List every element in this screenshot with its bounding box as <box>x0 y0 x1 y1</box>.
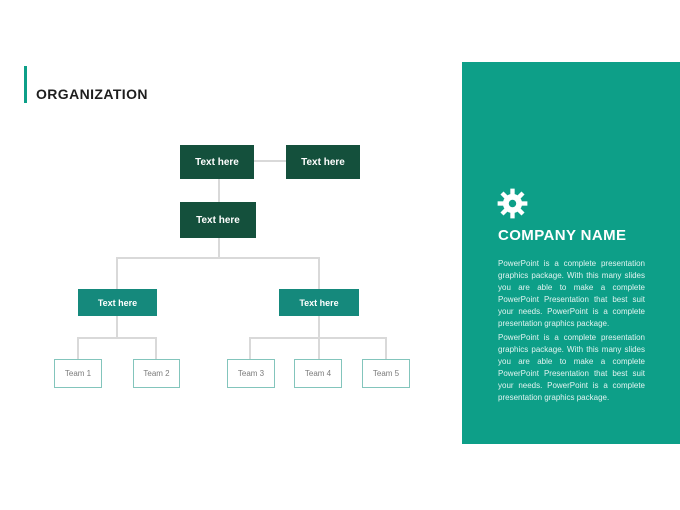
team-label: Team 5 <box>372 369 400 378</box>
title-accent-bar <box>24 66 27 103</box>
company-panel <box>462 62 680 444</box>
connector-line <box>249 337 387 339</box>
panel-paragraph-2: PowerPoint is a complete presentation gr… <box>498 333 645 402</box>
team-label: Team 1 <box>64 369 92 378</box>
org-box-level2[interactable]: Text here <box>180 202 256 238</box>
org-box-top[interactable]: Text here <box>180 145 254 179</box>
connector-line <box>249 337 251 359</box>
org-box-assistant[interactable]: Text here <box>286 145 360 179</box>
connector-line <box>77 337 79 359</box>
connector-line <box>155 337 157 359</box>
org-box-label: Text here <box>301 156 345 168</box>
org-box-label: Text here <box>195 156 239 168</box>
connector-line <box>318 257 320 289</box>
connector-line <box>116 316 118 338</box>
connector-line <box>385 337 387 359</box>
org-box-team-4[interactable]: Team 4 <box>294 359 342 388</box>
team-label: Team 2 <box>143 369 170 378</box>
connector-line <box>116 257 118 289</box>
org-box-team-3[interactable]: Team 3 <box>227 359 275 388</box>
org-box-team-2[interactable]: Team 2 <box>133 359 180 388</box>
page-title: ORGANIZATION <box>36 86 148 102</box>
panel-paragraph-1: PowerPoint is a complete presentation gr… <box>498 259 645 328</box>
org-box-label: Text here <box>299 297 339 308</box>
connector-line <box>254 160 286 162</box>
org-box-label: Text here <box>196 214 240 226</box>
team-label: Team 3 <box>237 369 265 378</box>
org-box-branch-right[interactable]: Text here <box>279 289 359 316</box>
company-name-heading: COMPANY NAME <box>498 227 627 244</box>
org-box-team-5[interactable]: Team 5 <box>362 359 410 388</box>
connector-line <box>116 257 320 259</box>
gear-icon <box>497 188 528 219</box>
org-box-team-1[interactable]: Team 1 <box>54 359 102 388</box>
org-box-label: Text here <box>97 297 138 308</box>
team-label: Team 4 <box>304 369 332 378</box>
org-box-branch-left[interactable]: Text here <box>78 289 157 316</box>
connector-line <box>77 337 157 339</box>
